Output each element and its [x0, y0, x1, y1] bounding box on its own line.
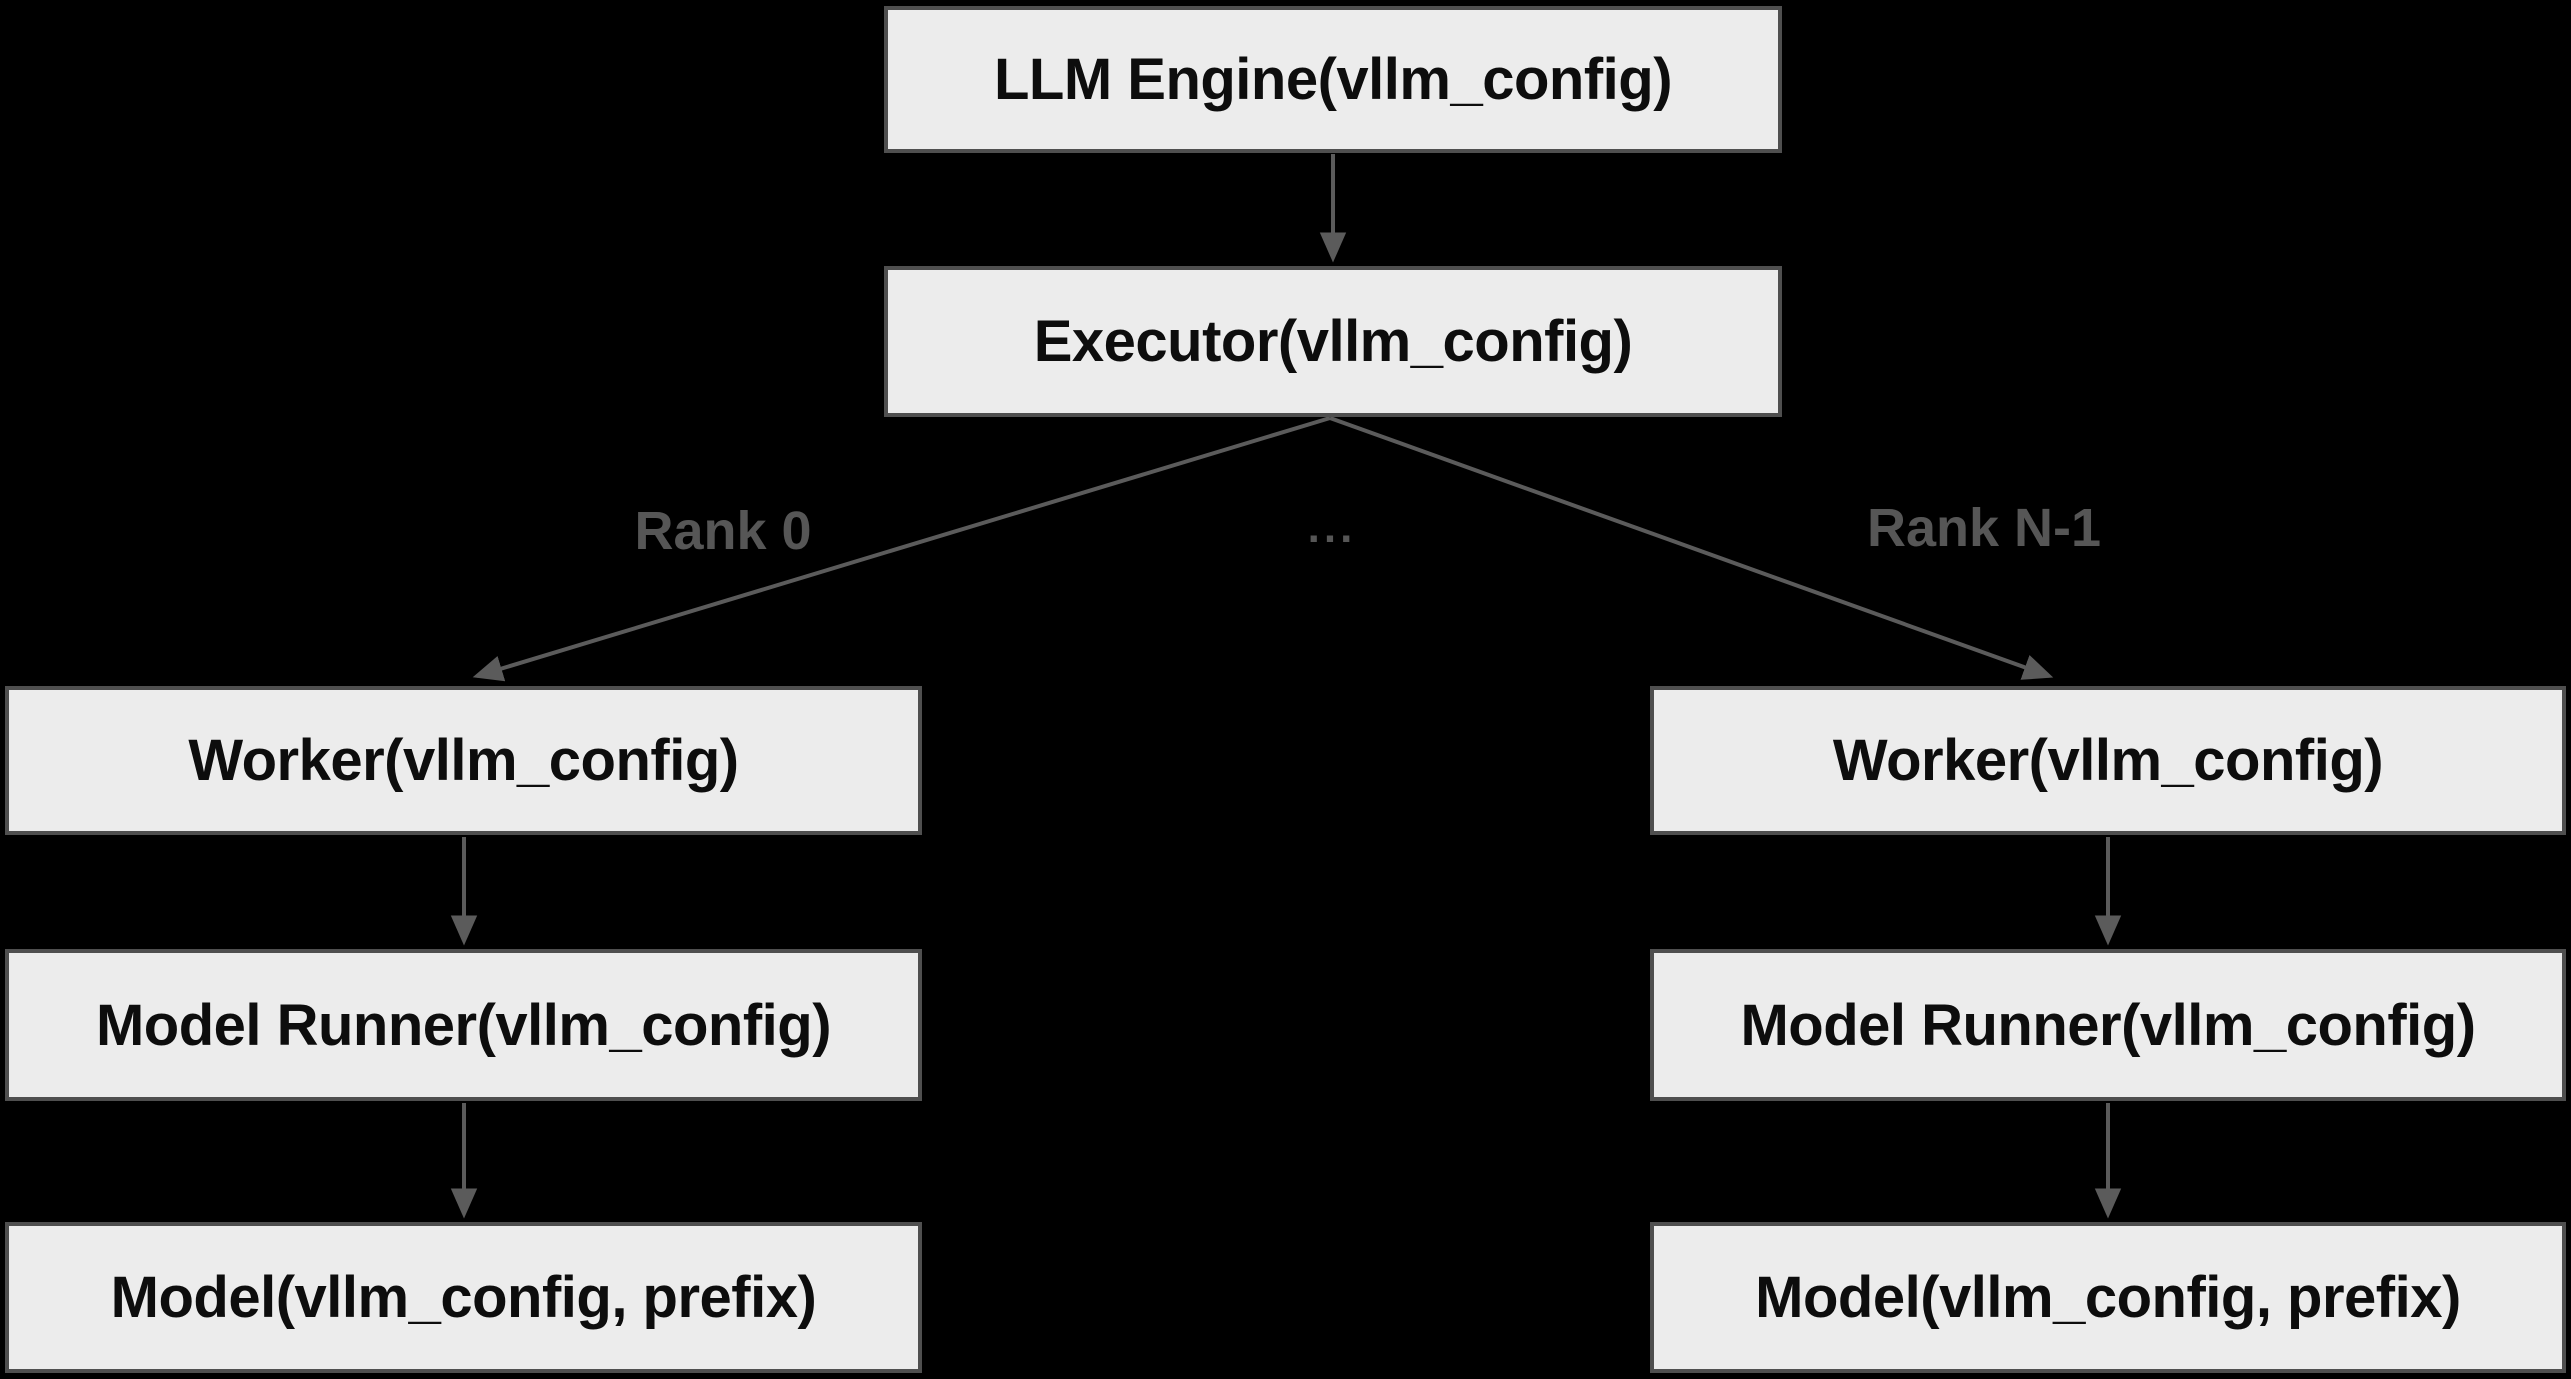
edge-executor-to-worker-right: [1329, 416, 2054, 680]
node-llm-engine: LLM Engine(vllm_config): [884, 6, 1782, 153]
node-model-runner-right: Model Runner(vllm_config): [1650, 949, 2566, 1101]
node-model-right: Model(vllm_config, prefix): [1650, 1222, 2566, 1373]
edge-label-rank-0: Rank 0: [634, 501, 812, 561]
edge-label-rank-n-1: Rank N-1: [1866, 498, 2102, 558]
node-model-runner-left: Model Runner(vllm_config): [5, 949, 922, 1101]
node-executor: Executor(vllm_config): [884, 266, 1782, 417]
edge-executor-to-worker-left: [472, 416, 1331, 682]
node-worker-right: Worker(vllm_config): [1650, 686, 2566, 835]
edge-label-ellipsis: ...: [1307, 503, 1357, 552]
node-worker-left: Worker(vllm_config): [5, 686, 922, 835]
node-model-left: Model(vllm_config, prefix): [5, 1222, 922, 1373]
